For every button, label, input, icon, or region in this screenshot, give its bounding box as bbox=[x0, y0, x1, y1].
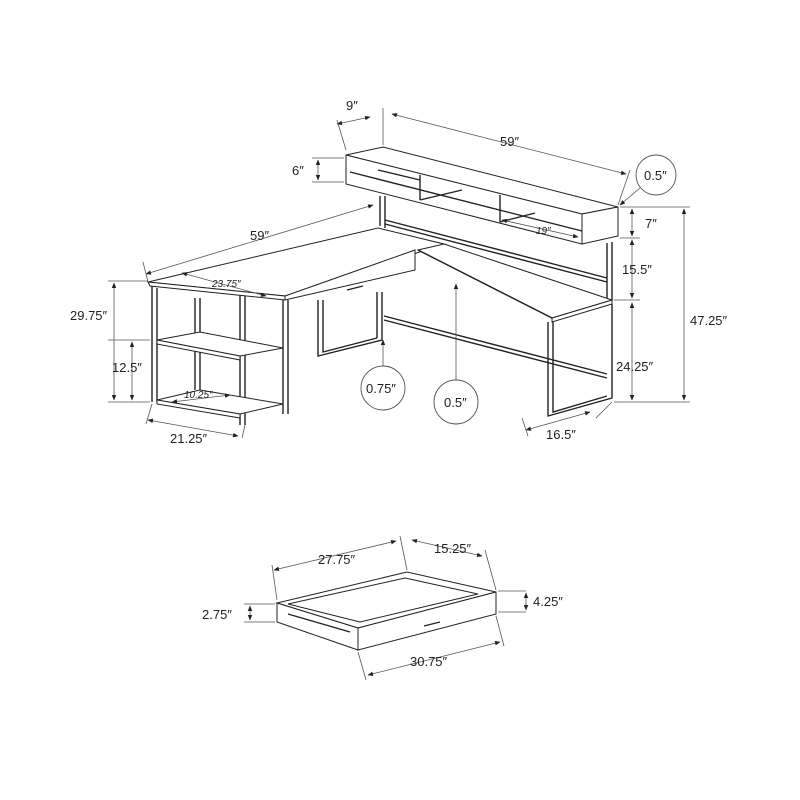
desktop bbox=[147, 227, 614, 323]
label-drawer-outer-height: 4.25″ bbox=[533, 594, 563, 609]
middle-leg bbox=[317, 292, 608, 379]
label-overall-height: 47.25″ bbox=[690, 313, 728, 328]
label-hutch-end-height: 7″ bbox=[645, 216, 657, 231]
drawer-drawing: 27.75″ 15.25″ 2.75″ 4.25″ 30.75″ bbox=[202, 535, 563, 681]
label-desk-width: 59″ bbox=[250, 228, 269, 243]
label-drawer-depth: 15.25″ bbox=[434, 541, 472, 556]
label-right-depth: 16.5″ bbox=[546, 427, 576, 442]
drawer-dimension-labels: 27.75″ 15.25″ 2.75″ 4.25″ 30.75″ bbox=[202, 541, 563, 669]
label-shelf-depth: 10.25″ bbox=[184, 390, 213, 401]
label-drawer-inner-length: 27.75″ bbox=[318, 552, 356, 567]
label-side-depth: 21.25″ bbox=[170, 431, 208, 446]
dimension-lines bbox=[108, 108, 690, 439]
label-return-width: 23.75″ bbox=[211, 279, 241, 290]
label-hutch-width: 59″ bbox=[500, 134, 519, 149]
label-shelf-spacing: 12.5″ bbox=[112, 360, 142, 375]
callout-circle bbox=[433, 379, 479, 425]
label-drawer-outer-length: 30.75″ bbox=[410, 654, 448, 669]
label-hutch-clearance: 15.5″ bbox=[622, 262, 652, 277]
label-desk-height: 29.75″ bbox=[70, 308, 108, 323]
label-under-desk-clearance: 24.25″ bbox=[616, 359, 654, 374]
label-cubby-width: 19″ bbox=[536, 226, 551, 237]
label-drawer-inner-height: 2.75″ bbox=[202, 607, 232, 622]
callout-circle bbox=[635, 154, 677, 196]
dimension-labels: 9″ 59″ 6″ 0.5″ 7″ 59″ 19″ 15.5″ 47.25″ 2… bbox=[70, 98, 728, 446]
drawer-dimension-lines bbox=[244, 535, 529, 681]
l-desk-drawing: 9″ 59″ 6″ 0.5″ 7″ 59″ 19″ 15.5″ 47.25″ 2… bbox=[70, 98, 728, 446]
label-hutch-depth: 9″ bbox=[346, 98, 358, 113]
left-shelf-unit bbox=[151, 286, 289, 425]
label-desktop-thickness: 0.5″ bbox=[444, 395, 467, 410]
callout-circle bbox=[360, 365, 406, 411]
label-leg-thickness: 0.75″ bbox=[366, 381, 396, 396]
label-hutch-top-thickness: 0.5″ bbox=[644, 168, 667, 183]
label-hutch-height: 6″ bbox=[292, 163, 304, 178]
